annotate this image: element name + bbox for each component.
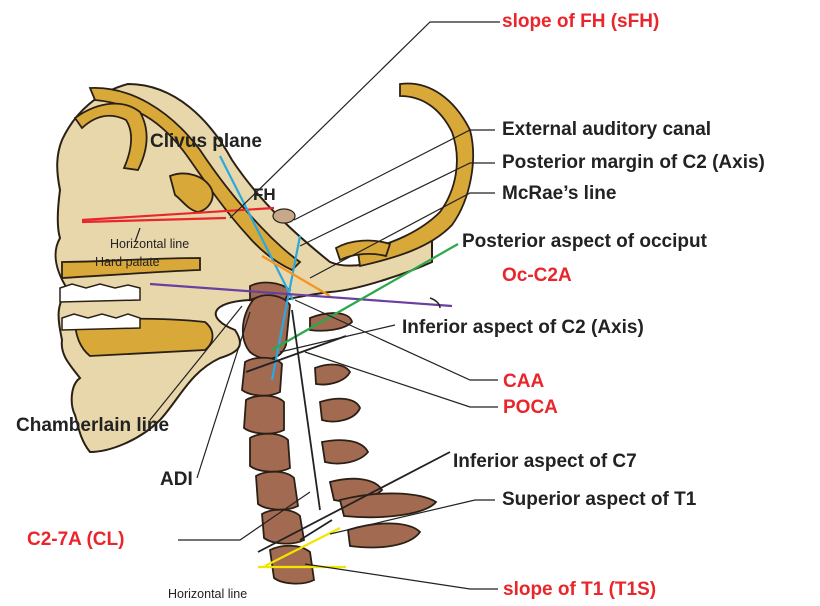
label-horizontal-top: Horizontal line bbox=[110, 238, 189, 251]
oc-c2-angle-arc bbox=[430, 298, 440, 308]
label-clivus-plane: Clivus plane bbox=[150, 132, 262, 151]
label-caa: CAA bbox=[503, 372, 544, 391]
label-hard-palate: Hard palate bbox=[95, 256, 160, 269]
label-oc-c2a: Oc-C2A bbox=[502, 266, 572, 285]
label-adi: ADI bbox=[160, 470, 193, 489]
spinous-c5 bbox=[322, 440, 368, 463]
vertebra-c5 bbox=[250, 434, 290, 472]
label-poca: POCA bbox=[503, 398, 558, 417]
label-posterior-aspect-occiput: Posterior aspect of occiput bbox=[462, 232, 707, 251]
spinous-c4 bbox=[320, 399, 360, 422]
label-inferior-aspect-c2: Inferior aspect of C2 (Axis) bbox=[402, 318, 644, 337]
label-superior-aspect-t1: Superior aspect of T1 bbox=[502, 490, 696, 509]
label-horizontal-bottom: Horizontal line bbox=[168, 588, 247, 601]
label-fh: FH bbox=[253, 186, 276, 203]
label-inferior-aspect-c7: Inferior aspect of C7 bbox=[453, 452, 637, 471]
upper-teeth bbox=[60, 284, 140, 302]
t1-superior-line bbox=[300, 520, 332, 540]
label-chamberlain-line: Chamberlain line bbox=[16, 416, 169, 435]
label-sfh: slope of FH (sFH) bbox=[502, 12, 659, 31]
occipital-bone bbox=[358, 83, 473, 266]
c27-vertical-1 bbox=[292, 310, 320, 510]
spinous-c3 bbox=[315, 365, 350, 385]
lower-teeth bbox=[62, 314, 140, 330]
spinous-c7 bbox=[340, 493, 436, 517]
label-mcrae-line: McRae’s line bbox=[502, 184, 616, 203]
label-external-auditory-canal: External auditory canal bbox=[502, 120, 711, 139]
label-t1s: slope of T1 (T1S) bbox=[503, 580, 656, 599]
label-c2-7a: C2-7A (CL) bbox=[27, 530, 124, 549]
external-auditory-canal-shape bbox=[273, 209, 295, 223]
vertebra-c4 bbox=[244, 396, 284, 434]
label-posterior-margin-c2: Posterior margin of C2 (Axis) bbox=[502, 153, 765, 172]
